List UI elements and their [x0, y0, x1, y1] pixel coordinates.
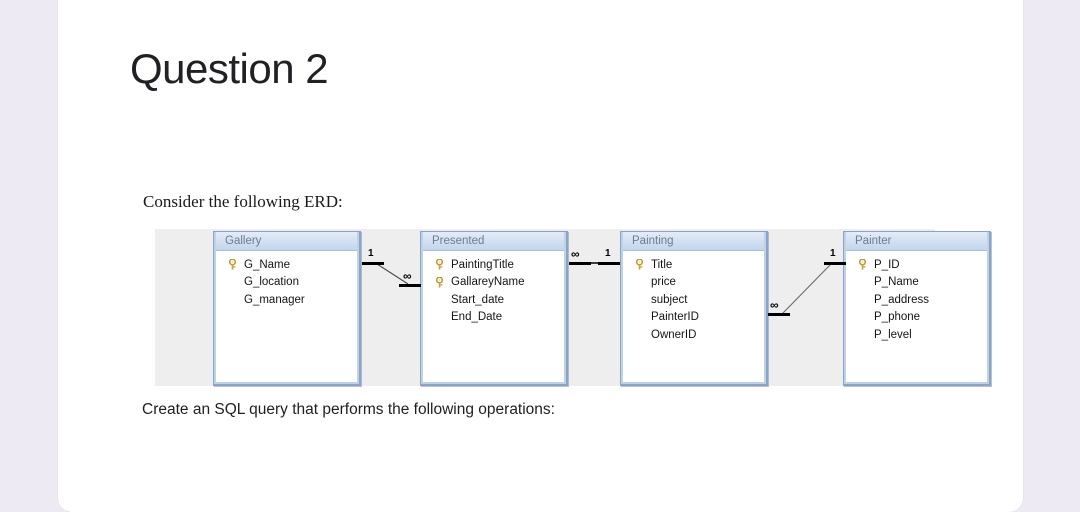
field-label: End_Date — [451, 311, 503, 324]
outro-text: Create an SQL query that performs the fo… — [142, 401, 555, 418]
field-row[interactable]: G_manager — [216, 291, 357, 309]
entity-title-painter: Painter — [846, 232, 987, 251]
entity-body-gallery: Gallery G_Name — [214, 232, 359, 384]
cardinality-label-one: 1 — [830, 248, 836, 259]
field-row[interactable]: P_level — [846, 326, 987, 344]
field-row[interactable]: End_Date — [423, 309, 564, 327]
erd-canvas: Gallery G_Name — [155, 229, 991, 386]
field-label: G_manager — [244, 293, 305, 306]
field-row[interactable]: price — [623, 274, 764, 292]
field-label: price — [651, 276, 676, 289]
field-row[interactable]: P_phone — [846, 309, 987, 327]
entity-body-painter: Painter P_ID — [844, 232, 989, 384]
entity-table-painting[interactable]: Painting Title — [620, 231, 768, 386]
cardinality-label-many: ∞ — [770, 298, 779, 312]
entity-body-painting: Painting Title — [621, 232, 766, 384]
field-row[interactable]: G_location — [216, 274, 357, 292]
primary-key-icon — [435, 276, 451, 288]
page-title: Question 2 — [130, 45, 329, 92]
entity-table-painter[interactable]: Painter P_ID — [843, 231, 991, 386]
field-row[interactable]: PaintingTitle — [423, 256, 564, 274]
cardinality-bar — [824, 262, 846, 265]
entity-title-gallery: Gallery — [216, 232, 357, 251]
cardinality-label-many: ∞ — [571, 247, 580, 261]
field-label: OwnerID — [651, 328, 697, 341]
cardinality-label-one: 1 — [368, 248, 374, 259]
field-label: P_address — [874, 293, 929, 306]
field-label: P_phone — [874, 311, 921, 324]
field-row[interactable]: G_Name — [216, 256, 357, 274]
field-label: G_location — [244, 276, 299, 289]
primary-key-icon — [228, 259, 244, 270]
primary-key-icon — [435, 259, 451, 270]
entity-fields-gallery: G_Name G_location G_manager — [216, 251, 357, 309]
entity-fields-presented: PaintingTitle Gallar — [423, 251, 564, 326]
field-label: PainterID — [651, 311, 699, 324]
field-label: P_ID — [874, 258, 900, 271]
entity-title-presented: Presented — [423, 232, 564, 251]
cardinality-label-one: 1 — [605, 248, 611, 259]
field-row[interactable]: P_Name — [846, 274, 987, 292]
entity-table-presented[interactable]: Presented PaintingTitl — [420, 231, 568, 386]
field-row[interactable]: GallareyName — [423, 274, 564, 292]
primary-key-icon — [858, 259, 874, 270]
field-label: P_Name — [874, 276, 919, 289]
field-row[interactable]: P_address — [846, 291, 987, 309]
field-row[interactable]: Title — [623, 256, 764, 274]
cardinality-bar — [399, 284, 421, 287]
cardinality-bar — [768, 313, 790, 316]
relationship-lines — [376, 262, 832, 315]
field-label: GallareyName — [451, 276, 525, 289]
entity-fields-painting: Title price subject PainterID — [623, 251, 764, 344]
cardinality-bar — [362, 262, 384, 265]
field-label: G_Name — [244, 258, 291, 271]
field-row[interactable]: OwnerID — [623, 326, 764, 344]
entity-table-gallery[interactable]: Gallery G_Name — [213, 231, 361, 386]
entity-fields-painter: P_ID P_Name P_address P_phone — [846, 251, 987, 344]
field-label: Title — [651, 258, 673, 271]
field-label: subject — [651, 293, 688, 306]
entity-title-painting: Painting — [623, 232, 764, 251]
cardinality-bar — [569, 262, 591, 265]
intro-text: Consider the following ERD: — [143, 192, 343, 211]
field-row[interactable]: Start_date — [423, 291, 564, 309]
field-row[interactable]: P_ID — [846, 256, 987, 274]
field-label: P_level — [874, 328, 912, 341]
field-row[interactable]: PainterID — [623, 309, 764, 327]
cardinality-label-many: ∞ — [403, 269, 412, 283]
entity-body-presented: Presented PaintingTitl — [421, 232, 566, 384]
field-label: PaintingTitle — [451, 258, 514, 271]
erd-diagram: Gallery G_Name — [155, 229, 991, 386]
field-label: Start_date — [451, 293, 505, 306]
cardinality-bar — [598, 262, 620, 265]
document-page-card: Question 2 Consider the following ERD: G… — [58, 0, 1023, 512]
field-row[interactable]: subject — [623, 291, 764, 309]
primary-key-icon — [635, 259, 651, 270]
